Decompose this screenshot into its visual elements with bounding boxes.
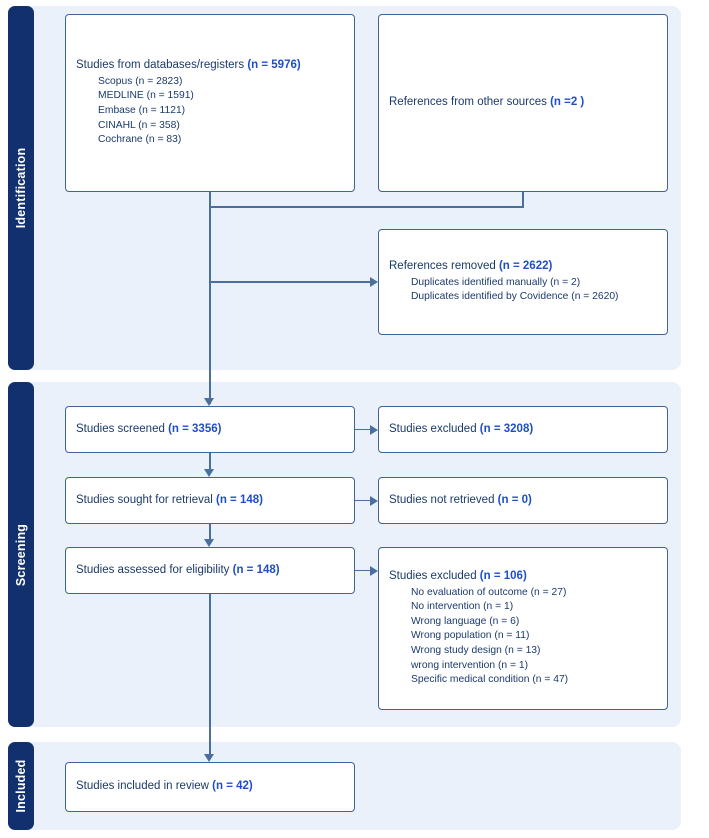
- box-sought-count: (n = 148): [216, 493, 263, 506]
- connector-databases-trunk: [209, 192, 211, 404]
- list-item: MEDLINE (n = 1591): [98, 90, 194, 102]
- box-removed-title: References removed (n = 2622): [389, 259, 657, 275]
- connector-screened-to-sought: [209, 453, 211, 471]
- box-databases-title: Studies from databases/registers (n = 59…: [76, 58, 344, 74]
- box-not-retrieved-title-text: Studies not retrieved: [389, 493, 498, 506]
- list-item: Wrong study design (n = 13): [411, 645, 541, 657]
- list-item: Duplicates identified by Covidence (n = …: [411, 291, 619, 303]
- box-included-count: (n = 42): [212, 780, 253, 793]
- list-item: No intervention (n = 1): [411, 601, 514, 613]
- connector-eligibility-to-excluded: [355, 569, 372, 572]
- box-studies-excluded-screening: Studies excluded (n = 3208): [378, 406, 668, 453]
- box-excluded-eligibility-title: Studies excluded (n = 106): [389, 569, 657, 585]
- stage-label-identification: Identification: [14, 147, 28, 229]
- stage-band-identification: Identification: [8, 6, 34, 370]
- list-item: CINAHL (n = 358): [98, 119, 180, 131]
- box-references-other-sources: References from other sources (n =2 ): [378, 14, 668, 192]
- connector-sought-to-eligibility: [209, 524, 211, 541]
- arrowhead-to-studies-included: [204, 754, 214, 762]
- stage-band-included: Included: [8, 742, 34, 830]
- box-studies-included-in-review: Studies included in review (n = 42): [65, 762, 355, 812]
- arrowhead-to-studies-excluded-eligibility: [370, 565, 378, 576]
- box-databases-sublist: Scopus (n = 2823) MEDLINE (n = 1591) Emb…: [76, 75, 344, 148]
- list-item: Cochrane (n = 83): [98, 134, 182, 146]
- box-eligibility-title: Studies assessed for eligibility (n = 14…: [76, 563, 344, 579]
- stage-label-included: Included: [14, 759, 28, 813]
- box-other-sources-count: (n =2 ): [550, 96, 585, 109]
- box-included-title: Studies included in review (n = 42): [76, 779, 344, 795]
- connector-eligibility-to-included: [209, 594, 211, 756]
- box-excluded-screening-count: (n = 3208): [479, 422, 534, 435]
- stage-label-screening: Screening: [14, 523, 28, 586]
- box-sought-title-text: Studies sought for retrieval: [76, 493, 216, 506]
- box-studies-assessed-for-eligibility: Studies assessed for eligibility (n = 14…: [65, 547, 355, 594]
- list-item: wrong intervention (n = 1): [411, 659, 529, 671]
- box-not-retrieved-count: (n = 0): [497, 493, 532, 506]
- box-databases-title-text: Studies from databases/registers: [76, 59, 248, 72]
- connector-sought-to-not-retrieved: [355, 499, 372, 502]
- box-excluded-eligibility-sublist: No evaluation of outcome (n = 27) No int…: [389, 586, 657, 688]
- box-included-title-text: Studies included in review: [76, 780, 213, 793]
- box-studies-not-retrieved: Studies not retrieved (n = 0): [378, 477, 668, 524]
- list-item: Specific medical condition (n = 47): [411, 674, 569, 686]
- box-studies-from-databases: Studies from databases/registers (n = 59…: [65, 14, 355, 192]
- connector-other-sources-to-trunk: [209, 206, 524, 208]
- box-other-sources-title-text: References from other sources: [389, 96, 551, 109]
- box-excluded-screening-title-text: Studies excluded: [389, 422, 480, 435]
- list-item: Duplicates identified manually (n = 2): [411, 276, 581, 288]
- box-references-removed: References removed (n = 2622) Duplicates…: [378, 229, 668, 335]
- box-excluded-eligibility-title-text: Studies excluded: [389, 570, 480, 583]
- box-studies-excluded-eligibility: Studies excluded (n = 106) No evaluation…: [378, 547, 668, 710]
- box-studies-sought-for-retrieval: Studies sought for retrieval (n = 148): [65, 477, 355, 524]
- box-excluded-eligibility-count: (n = 106): [479, 570, 527, 583]
- box-screened-count: (n = 3356): [168, 422, 222, 435]
- box-sought-title: Studies sought for retrieval (n = 148): [76, 493, 344, 509]
- connector-other-sources-stub: [522, 192, 524, 208]
- connector-screened-to-excluded: [355, 428, 372, 431]
- list-item: Embase (n = 1121): [98, 104, 186, 116]
- box-eligibility-count: (n = 148): [232, 563, 280, 576]
- box-removed-sublist: Duplicates identified manually (n = 2) D…: [389, 276, 657, 305]
- list-item: Scopus (n = 2823): [98, 75, 183, 87]
- box-removed-count: (n = 2622): [498, 260, 553, 273]
- arrowhead-to-studies-sought: [204, 469, 214, 477]
- arrowhead-to-studies-screened: [204, 398, 214, 406]
- box-not-retrieved-title: Studies not retrieved (n = 0): [389, 493, 657, 509]
- list-item: Wrong population (n = 11): [411, 630, 530, 642]
- box-other-sources-title: References from other sources (n =2 ): [389, 95, 657, 111]
- box-screened-title-text: Studies screened: [76, 422, 169, 435]
- stage-band-screening: Screening: [8, 382, 34, 727]
- arrowhead-to-studies-not-retrieved: [370, 495, 378, 506]
- arrowhead-to-studies-excluded-screening: [370, 424, 378, 435]
- box-excluded-screening-title: Studies excluded (n = 3208): [389, 422, 657, 438]
- box-studies-screened: Studies screened (n = 3356): [65, 406, 355, 453]
- arrowhead-to-studies-eligibility: [204, 539, 214, 547]
- connector-trunk-to-references-removed: [209, 281, 370, 283]
- box-eligibility-title-text: Studies assessed for eligibility: [76, 563, 233, 576]
- box-screened-title: Studies screened (n = 3356): [76, 422, 344, 438]
- box-removed-title-text: References removed: [389, 260, 499, 273]
- box-databases-count: (n = 5976): [247, 59, 301, 72]
- arrowhead-to-references-removed: [370, 277, 378, 287]
- list-item: No evaluation of outcome (n = 27): [411, 586, 567, 598]
- list-item: Wrong language (n = 6): [411, 615, 520, 627]
